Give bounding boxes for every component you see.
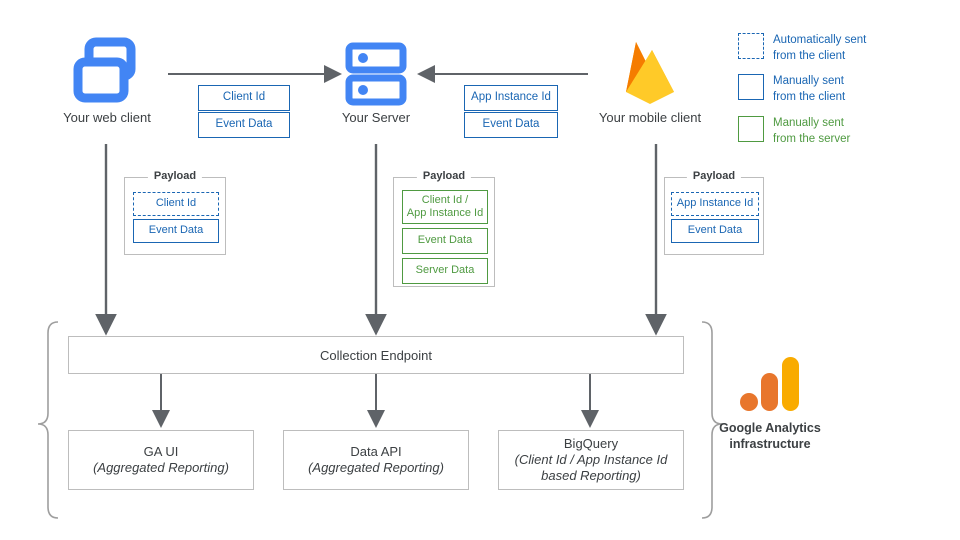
infrastructure-bracket [37,321,59,519]
message-box-event-data[interactable]: Event Data [198,112,290,138]
payload-item-event-data-server[interactable]: Event Data [402,228,488,254]
payload-item-server-data[interactable]: Server Data [402,258,488,284]
node-server[interactable] [345,42,407,106]
output-box-data-api[interactable]: Data API (Aggregated Reporting) [283,430,469,490]
payload-item-client-id-app-instance-id[interactable]: Client Id / App Instance Id [402,190,488,224]
legend-swatch-manual-server [738,116,764,142]
legend-label-manual-server: Manually sent from the server [773,117,851,145]
output-title-data-api: Data API [350,443,402,459]
payload-item-client-id[interactable]: Client Id [133,192,219,216]
payload-title-server: Payload [416,170,472,182]
output-title-ga-ui: GA UI [143,443,179,459]
node-mobile-client-label: Your mobile client [598,110,702,125]
output-subtitle-bigquery: (Client Id / App Instance Id based Repor… [514,451,668,484]
google-analytics-logo-wrap [736,355,806,415]
payload-title-mobile-client: Payload [686,170,742,182]
collection-endpoint-label: Collection Endpoint [319,347,433,363]
payload-item-event-data[interactable]: Event Data [133,219,219,243]
output-subtitle-ga-ui: (Aggregated Reporting) [93,460,229,475]
node-server-label: Your Server [341,110,411,125]
output-box-bigquery[interactable]: BigQuery (Client Id / App Instance Id ba… [498,430,684,490]
firebase-flame-icon [626,42,674,104]
message-box-client-id[interactable]: Client Id [198,85,290,111]
legend-swatch-manual-client [738,74,764,100]
payload-group-server: Payload Client Id / App Instance Id Even… [393,170,495,287]
output-subtitle-data-api: (Aggregated Reporting) [308,460,444,475]
payload-item-event-data-mobile[interactable]: Event Data [671,219,759,243]
legend-item-manual-server[interactable]: Manually sent from the server [738,116,850,147]
google-analytics-caption: Google Analytics infrastructure [719,421,821,452]
message-box-app-instance-id[interactable]: App Instance Id [464,85,558,111]
payload-group-web-client: Payload Client Id Event Data [124,170,226,255]
message-box-event-data-mobile[interactable]: Event Data [464,112,558,138]
legend-label-manual-client: Manually sent from the client [773,75,846,103]
payload-title-web-client: Payload [147,170,203,182]
node-web-client-label: Your web client [63,110,151,125]
server-racks-icon [345,42,407,106]
browser-windows-icon [73,37,136,103]
output-title-bigquery: BigQuery [563,435,619,451]
collection-endpoint-box[interactable]: Collection Endpoint [68,336,684,374]
legend-swatch-automatic-client [738,33,764,59]
node-web-client[interactable] [62,36,152,106]
output-box-ga-ui[interactable]: GA UI (Aggregated Reporting) [68,430,254,490]
legend-item-manual-client[interactable]: Manually sent from the client [738,74,845,105]
payload-item-app-instance-id[interactable]: App Instance Id [671,192,759,216]
legend-item-automatic-client[interactable]: Automatically sent from the client [738,33,866,64]
google-analytics-logo [740,357,799,411]
node-mobile-client[interactable] [618,36,682,108]
payload-group-mobile-client: Payload App Instance Id Event Data [664,170,764,255]
legend-label-automatic-client: Automatically sent from the client [773,34,867,62]
